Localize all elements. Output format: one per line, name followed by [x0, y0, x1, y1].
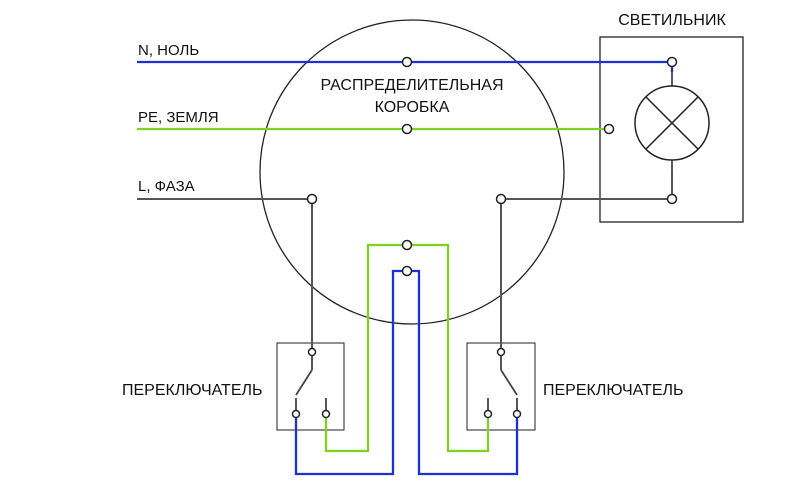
phase-wire-label: L, ФАЗА — [138, 178, 195, 195]
lamp-label: СВЕТИЛЬНИК — [618, 12, 726, 29]
left-switch-housing — [276, 342, 345, 431]
terminal-right-switch-a — [483, 409, 493, 419]
terminal-box-phase-right — [495, 193, 507, 205]
terminal-box-traveler-blue — [401, 265, 413, 277]
terminal-box-traveler-green — [401, 239, 413, 251]
left-switch-contacts — [295, 355, 327, 414]
terminal-right-switch-common — [496, 347, 506, 357]
terminal-box-phase-left — [306, 193, 318, 205]
terminal-right-switch-b — [512, 409, 522, 419]
right-switch-contacts — [487, 355, 518, 414]
terminal-box-earth — [401, 123, 413, 135]
terminal-lamp-top — [666, 56, 678, 68]
junction-box-outline — [259, 19, 565, 325]
right-switch-label: ПЕРЕКЛЮЧАТЕЛЬ — [543, 382, 684, 399]
lamp-symbol — [634, 72, 710, 172]
neutral-wire-label: N, НОЛЬ — [138, 42, 199, 59]
phase-wire — [137, 172, 673, 352]
terminal-left-switch-common — [307, 347, 317, 357]
terminal-lamp-bottom — [666, 193, 678, 205]
terminal-box-neutral — [401, 56, 413, 68]
terminals — [291, 56, 678, 419]
earth-wire-label: PE, ЗЕМЛЯ — [138, 109, 219, 126]
junction-box-label-line1: РАСПРЕДЕЛИТЕЛЬНАЯ — [320, 77, 503, 94]
junction-box-label-line2: КОРОБКА — [375, 99, 450, 116]
left-switch-label: ПЕРЕКЛЮЧАТЕЛЬ — [122, 382, 263, 399]
traveler-wire-blue — [294, 269, 519, 476]
terminal-lamp-earth — [603, 123, 615, 135]
terminal-left-switch-a — [291, 409, 301, 419]
terminal-left-switch-b — [321, 409, 331, 419]
